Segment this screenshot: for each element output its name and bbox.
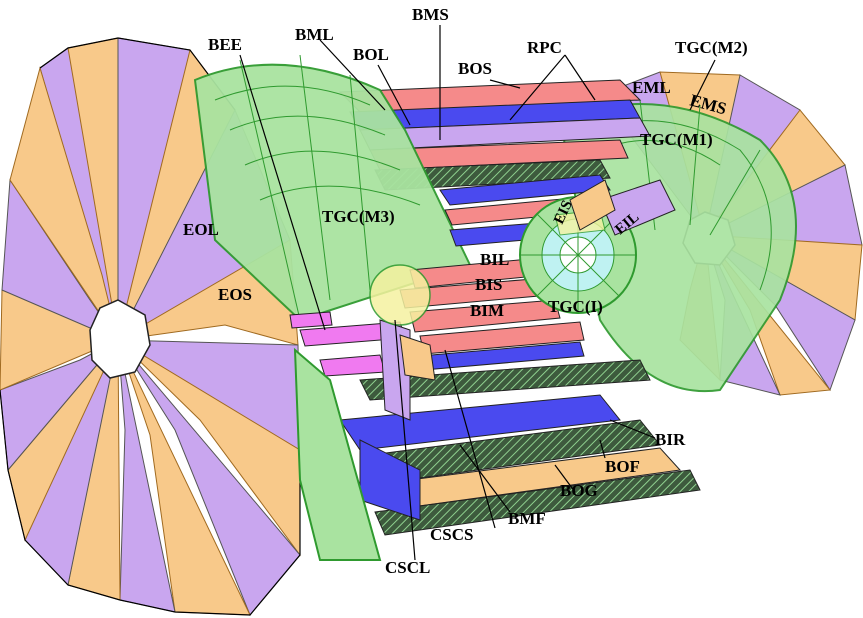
label-tgc-i: TGC(I) (548, 297, 603, 316)
bof-chamber-row (374, 469, 701, 536)
wheel-center-hole (89, 299, 151, 379)
label-tgc-m1: TGC(M1) (640, 130, 713, 149)
labels: BMS BEE BML BOL RPC BOS TGC(M2) EML EMS … (183, 5, 748, 577)
label-cscl: CSCL (385, 558, 430, 577)
label-eos: EOS (218, 285, 252, 304)
csc-cone (293, 319, 436, 561)
label-bml: BML (295, 25, 334, 44)
label-bos: BOS (458, 59, 492, 78)
label-bis: BIS (475, 275, 502, 294)
label-rpc: RPC (527, 38, 562, 57)
label-bol: BOL (353, 45, 389, 64)
label-bim: BIM (470, 301, 504, 320)
label-bil: BIL (480, 250, 509, 269)
label-bmf: BMF (508, 509, 546, 528)
inner-ring-left (369, 264, 431, 326)
label-tgc-m2: TGC(M2) (675, 38, 748, 57)
label-bof: BOF (605, 457, 640, 476)
label-eml: EML (632, 78, 671, 97)
barrel-bottom-chambers (339, 359, 701, 536)
label-bog: BOG (560, 481, 598, 500)
label-bir: BIR (655, 430, 686, 449)
label-bms: BMS (412, 5, 449, 24)
tgc-i-small-wheel (519, 179, 676, 314)
label-tgc-m3: TGC(M3) (322, 207, 395, 226)
label-bee: BEE (208, 35, 242, 54)
eil-chamber (599, 179, 676, 236)
eis-chamber (569, 179, 616, 231)
label-cscs: CSCS (430, 525, 473, 544)
bim-chamber-row (409, 299, 561, 333)
tgc-m3-disk (193, 54, 472, 322)
label-eol: EOL (183, 220, 219, 239)
pointer-lines (239, 25, 716, 561)
bmf-chamber-row (339, 394, 621, 451)
endcap-wheel-outer (0, 37, 301, 616)
